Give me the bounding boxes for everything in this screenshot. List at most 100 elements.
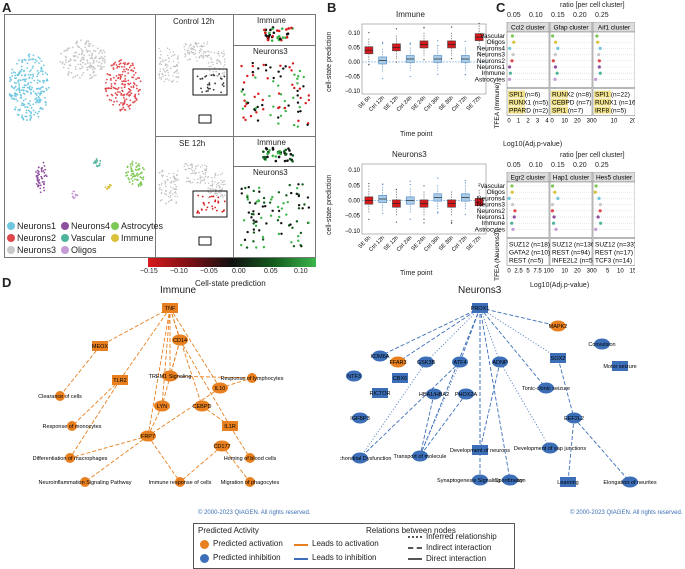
mini-umap-point	[196, 60, 198, 62]
mini-highlight-point	[221, 210, 224, 213]
mini-umap-point	[172, 172, 175, 175]
umap-point	[15, 89, 18, 91]
mini-umap-point	[190, 47, 192, 49]
zoom-neurons3-point	[277, 232, 281, 236]
legend-swatch	[111, 222, 119, 230]
inferred-line-icon	[408, 536, 422, 538]
umap-point	[35, 182, 38, 185]
zoom-neurons3-point	[240, 187, 243, 191]
net-node-label: Differentiation of macrophages	[33, 456, 108, 462]
outlier	[409, 183, 411, 186]
ratio-dot	[597, 65, 601, 69]
umap-point	[65, 56, 67, 59]
zoom-immune-point	[271, 154, 275, 158]
umap-point	[72, 190, 75, 193]
mini-umap-point	[217, 51, 220, 53]
c-bottom-title-1: Log10(Adj.p-value)	[503, 141, 563, 148]
net-edge	[573, 417, 631, 483]
net-node	[426, 388, 442, 400]
ratio-dot	[512, 40, 516, 44]
umap-point	[119, 59, 121, 62]
mini-highlight-point	[215, 209, 218, 212]
umap-point	[131, 160, 134, 163]
mini-highlight-point	[212, 73, 215, 76]
zoom-neurons3-point	[296, 101, 300, 104]
umap-point	[122, 96, 125, 99]
umap-point	[38, 110, 40, 113]
zoom-neurons3-point	[252, 210, 255, 213]
umap-point	[131, 164, 134, 166]
umap-point	[71, 192, 74, 195]
net-node-label: KDM6A	[371, 354, 390, 360]
zoom-neurons3-point	[286, 200, 289, 204]
mini-umap-point	[202, 54, 204, 57]
umap-point	[130, 169, 133, 171]
umap-point	[41, 70, 44, 73]
mini-umap-point	[169, 51, 171, 53]
zoom-neurons3-point	[301, 207, 304, 210]
net-node-label: ADNP	[492, 360, 508, 366]
mini-umap-point	[217, 184, 220, 187]
umap-point	[130, 177, 133, 180]
umap-point	[136, 179, 139, 181]
zoom-neurons3-point	[296, 89, 299, 93]
tf-panel	[549, 238, 593, 266]
umap-point	[136, 164, 139, 167]
umap-point	[40, 175, 43, 178]
zoom-neurons3-point	[297, 194, 301, 198]
net-node-label: Coordination	[494, 478, 525, 484]
inhibition-line-icon	[294, 558, 308, 560]
umap-point	[36, 87, 39, 90]
umap-point	[105, 90, 108, 93]
umap-point	[31, 86, 33, 89]
umap-point	[136, 175, 139, 177]
ratio-dot	[553, 190, 557, 194]
net-edge	[219, 377, 253, 389]
mini-umap-point	[160, 61, 162, 63]
box-xlabel-1: Time point	[400, 131, 433, 138]
umap-point	[121, 80, 124, 83]
mini-umap-point	[184, 56, 186, 58]
umap-point	[80, 48, 83, 50]
mini-umap-point	[189, 45, 191, 47]
net-node	[154, 400, 170, 412]
zoom-neurons3-point	[252, 240, 255, 243]
mini-umap-point	[176, 81, 178, 83]
umap-point	[127, 62, 130, 65]
mini-umap-point	[206, 55, 208, 57]
colorbar	[148, 258, 316, 267]
umap-point	[39, 184, 42, 187]
zoom-immune-label-2: Immune	[257, 138, 286, 147]
umap-point	[70, 71, 73, 74]
mini-umap-point	[173, 176, 176, 178]
net-node-label: CEBPD	[193, 404, 212, 410]
ratio-dot	[594, 227, 598, 231]
mini-highlight-point	[211, 195, 213, 198]
legend-vascular: Vascular	[61, 233, 105, 243]
ratio-dot	[596, 215, 600, 219]
net-node-label: IGFBP3	[350, 416, 370, 422]
umap-point	[40, 169, 43, 171]
umap-point	[80, 53, 83, 56]
mini-umap-point	[200, 48, 203, 51]
cluster-name: Gfap cluster	[553, 25, 589, 32]
mini-umap-point	[199, 45, 201, 48]
umap-point	[121, 70, 124, 73]
net-edge	[119, 307, 171, 381]
umap-point	[27, 82, 30, 84]
umap-point	[115, 74, 118, 77]
zoom-neurons3-point	[272, 80, 275, 83]
umap-point	[82, 56, 85, 59]
umap-point	[78, 76, 81, 79]
mini-highlight-point	[221, 83, 224, 86]
mini-umap-point	[210, 191, 212, 194]
zoom-neurons3-point	[291, 62, 295, 65]
net-edge	[419, 307, 481, 457]
umap-point	[128, 66, 131, 69]
umap-point	[74, 52, 76, 54]
mini-highlight-point	[210, 74, 213, 77]
umap-point	[24, 80, 27, 83]
umap-point	[72, 197, 75, 200]
row-label: Neurons3	[477, 202, 506, 209]
mini-umap-point	[174, 179, 177, 181]
